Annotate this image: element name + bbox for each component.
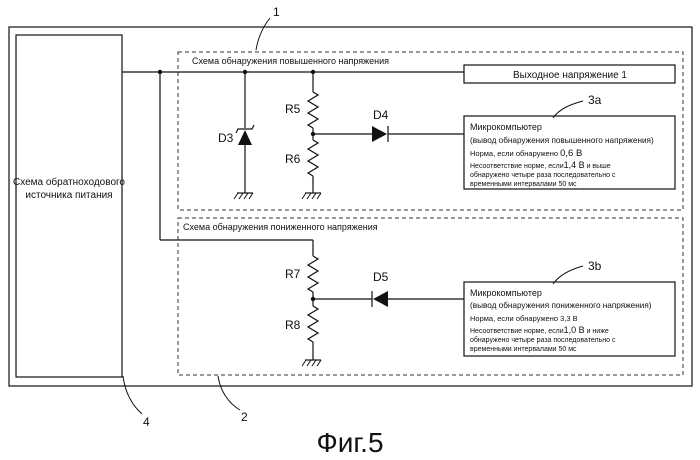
mcu-upper-fault-line2: обнаружено четыре раза последовательно с <box>470 171 616 179</box>
diode-d5 <box>313 291 464 307</box>
label-r7: R7 <box>285 267 301 281</box>
reference-number-4: 4 <box>143 415 150 429</box>
ground-symbol <box>302 360 321 366</box>
mcu-lower-title: Микрокомпьютер <box>470 288 542 298</box>
ground-symbol <box>234 193 253 199</box>
resistor-r6 <box>308 140 318 193</box>
label-d3: D3 <box>218 131 234 145</box>
mcu-lower-fault-line3: временными интервалами 50 мс <box>470 346 577 353</box>
reference-leader-1 <box>256 18 270 50</box>
mcu-upper-fault-line3: временными интервалами 50 мс <box>470 181 577 188</box>
zener-diode-d3 <box>236 72 254 193</box>
reference-number-2: 2 <box>241 410 248 424</box>
label-r6: R6 <box>285 152 301 166</box>
diode-d4 <box>313 126 464 142</box>
reference-number-3b: 3b <box>588 259 602 273</box>
label-r8: R8 <box>285 318 301 332</box>
mcu-upper-subtitle: (вывод обнаружения повышенного напряжени… <box>470 136 654 145</box>
resistor-r7 <box>308 240 318 292</box>
mcu-lower-fault-line2: обнаружено четыре раза последовательно с <box>470 336 616 344</box>
reference-leader-4 <box>123 376 142 414</box>
undervoltage-circuit-title: Схема обнаружения пониженного напряжения <box>183 222 378 232</box>
power-source-label-line2: источника питания <box>25 190 112 201</box>
mcu-lower-subtitle: (вывод обнаружения пониженного напряжени… <box>470 301 652 310</box>
mcu-upper-normal: Норма, если обнаружено 0,6 В <box>470 148 582 159</box>
undervoltage-circuit-box <box>178 218 683 375</box>
reference-number-1: 1 <box>273 5 280 19</box>
power-source-block <box>16 35 122 377</box>
mcu-upper-title: Микрокомпьютер <box>470 122 542 132</box>
mcu-lower-fault-line1: Несоответствие норме, если1,0 В и ниже <box>470 325 609 335</box>
label-r5: R5 <box>285 102 301 116</box>
label-d5: D5 <box>373 270 389 284</box>
output-voltage-label: Выходное напряжение 1 <box>513 70 627 81</box>
resistor-r8 <box>308 306 318 360</box>
resistor-r5 <box>308 72 318 140</box>
reference-leader-2 <box>218 376 240 410</box>
ground-symbol <box>302 193 321 199</box>
mcu-lower-normal: Норма, если обнаружено 3,3 В <box>470 314 578 323</box>
reference-number-3a: 3a <box>588 93 602 107</box>
reference-leader-3b <box>553 266 583 284</box>
power-source-label-line1: Схема обратноходового <box>13 176 125 188</box>
figure-caption: Фиг.5 <box>316 427 383 458</box>
overvoltage-circuit-title: Схема обнаружения повышенного напряжения <box>192 56 389 66</box>
label-d4: D4 <box>373 108 389 122</box>
mcu-upper-fault-line1: Несоответствие норме, если1,4 В и выше <box>470 160 611 170</box>
